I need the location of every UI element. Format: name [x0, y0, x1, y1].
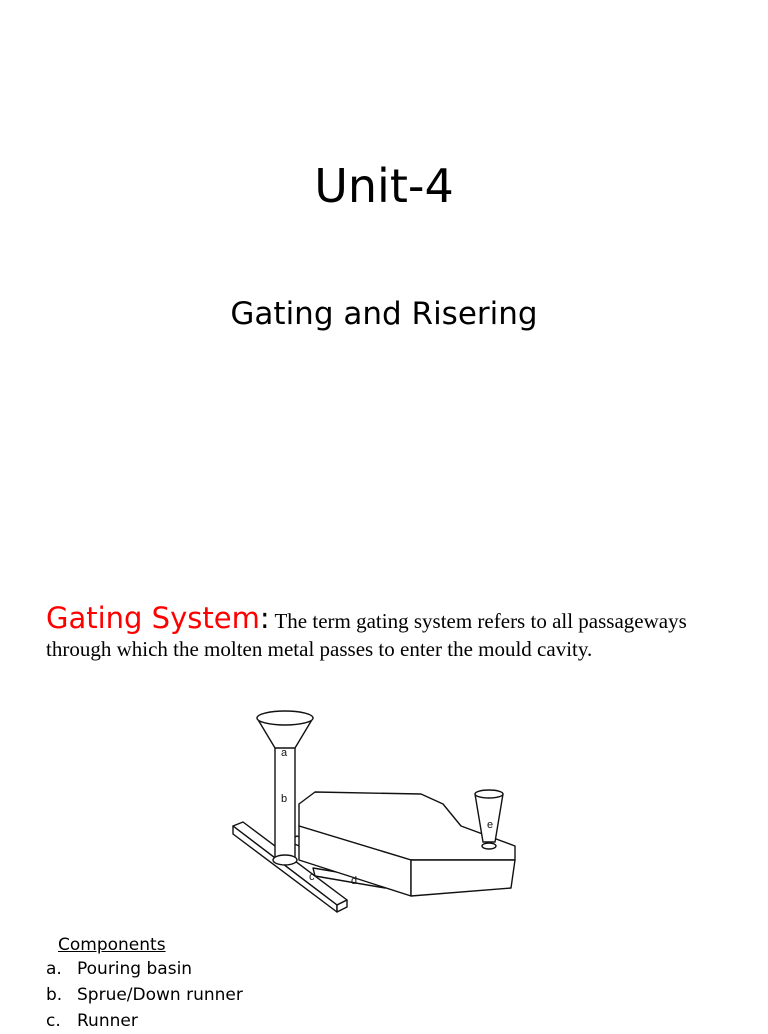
- gating-system-intro: Gating System: The term gating system re…: [46, 604, 736, 663]
- list-item: c. Runner: [46, 1008, 446, 1034]
- gating-system-definition: The term gating system refers to all pas…: [46, 609, 687, 661]
- list-item-text: Sprue/Down runner: [77, 985, 243, 1005]
- gating-system-diagram: a b c d e: [232, 710, 516, 913]
- components-title: Components: [58, 935, 166, 955]
- slide-title: Unit-4: [314, 159, 454, 213]
- components-list: Components a. Pouring basin b. Sprue/Dow…: [46, 934, 446, 1034]
- label-b: b: [281, 793, 287, 805]
- list-item-letter: b.: [46, 985, 63, 1005]
- label-c: c: [309, 871, 315, 883]
- list-item-letter: c.: [46, 1011, 61, 1031]
- label-e: e: [487, 819, 493, 831]
- label-d: d: [351, 875, 357, 887]
- slide-subtitle: Gating and Risering: [230, 296, 538, 332]
- label-a: a: [281, 747, 288, 759]
- list-item-text: Pouring basin: [77, 959, 193, 979]
- heading-colon: :: [259, 601, 270, 635]
- gating-system-heading: Gating System: [46, 601, 260, 635]
- list-item: b. Sprue/Down runner: [46, 982, 446, 1008]
- list-item: a. Pouring basin: [46, 956, 446, 982]
- list-item-letter: a.: [46, 959, 62, 979]
- list-item-text: Runner: [77, 1011, 138, 1031]
